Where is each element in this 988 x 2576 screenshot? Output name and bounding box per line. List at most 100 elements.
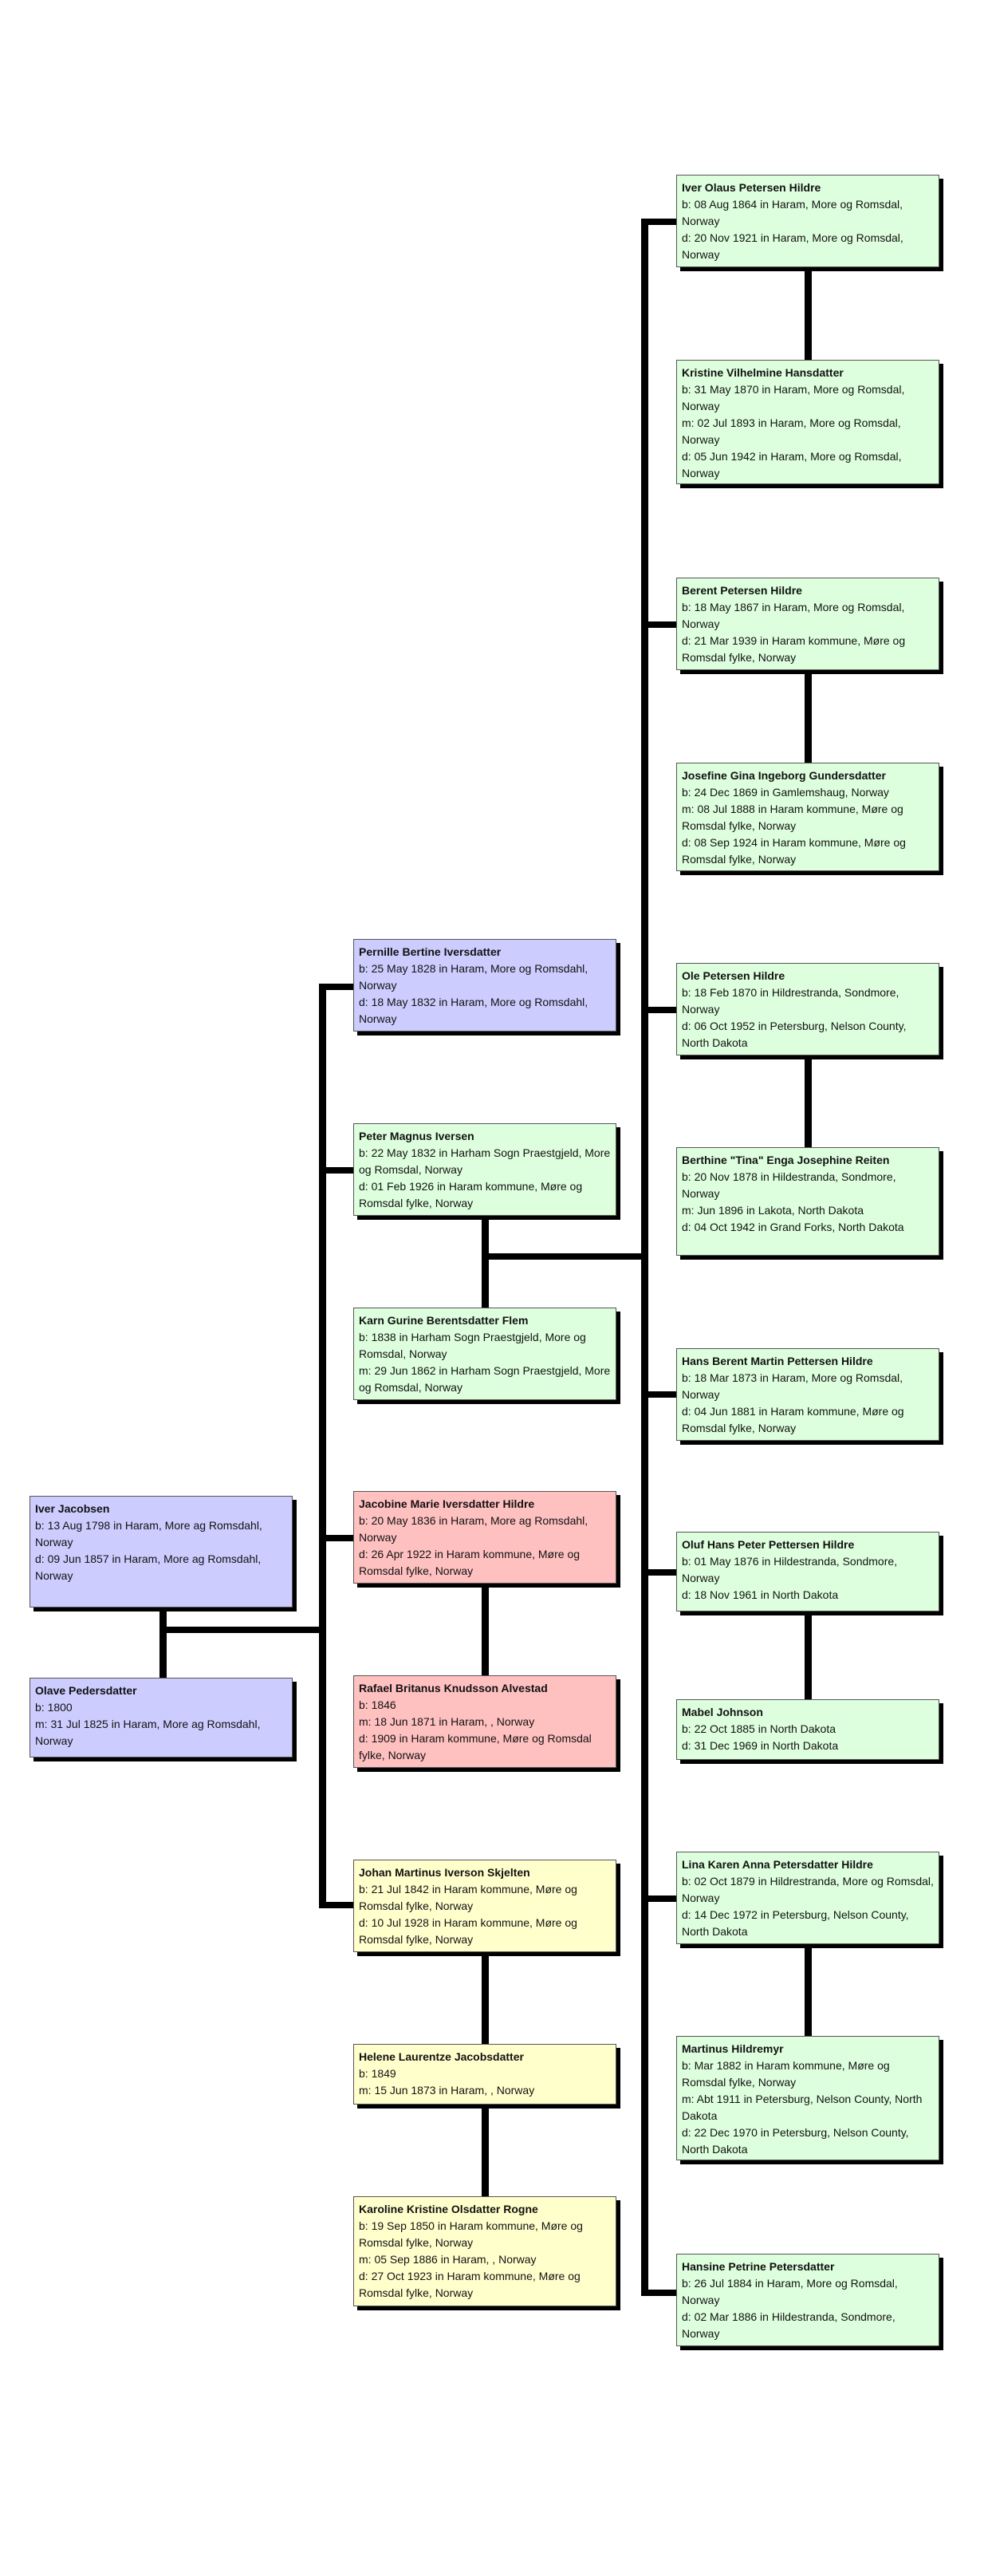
connector-line <box>805 267 812 360</box>
person-name: Hans Berent Martin Pettersen Hildre <box>682 1355 873 1367</box>
connector-line <box>319 1167 353 1174</box>
person-detail: b: 24 Dec 1869 in Gamlemshaug, Norway <box>682 786 889 799</box>
person-name: Johan Martinus Iverson Skjelten <box>359 1866 530 1879</box>
person-detail: m: 15 Jun 1873 in Haram, , Norway <box>359 2084 535 2097</box>
connector-line <box>641 1569 676 1576</box>
connector-line <box>319 1902 353 1908</box>
person-card-berent[interactable]: Berent Petersen Hildre b: 18 May 1867 in … <box>676 578 939 670</box>
person-name: Olave Pedersdatter <box>35 1684 137 1697</box>
connector-line <box>641 621 676 628</box>
person-detail: b: 13 Aug 1798 in Haram, More ag Romsdah… <box>35 1519 262 1548</box>
person-name: Pernille Bertine Iversdatter <box>359 945 502 958</box>
connector-line <box>641 219 676 225</box>
person-detail: d: 27 Oct 1923 in Haram kommune, Møre og… <box>359 2270 581 2299</box>
person-detail: d: 20 Nov 1921 in Haram, More og Romsdal… <box>682 231 903 261</box>
person-detail: d: 18 May 1832 in Haram, More og Romsdah… <box>359 996 588 1025</box>
person-detail: d: 14 Dec 1972 in Petersburg, Nelson Cou… <box>682 1908 909 1938</box>
person-card-oluf[interactable]: Oluf Hans Peter Pettersen Hildre b: 01 Ma… <box>676 1532 939 1611</box>
person-detail: b: 1846 <box>359 1698 396 1711</box>
person-detail: b: 18 Feb 1870 in Hildrestranda, Sondmor… <box>682 986 899 1016</box>
connector-line <box>488 1253 644 1260</box>
person-name: Josefine Gina Ingeborg Gundersdatter <box>682 769 886 782</box>
person-detail: b: 1800 <box>35 1701 73 1714</box>
person-detail: m: 08 Jul 1888 in Haram kommune, Møre og… <box>682 803 903 832</box>
person-detail: d: 05 Jun 1942 in Haram, More og Romsdal… <box>682 450 902 479</box>
person-detail: b: 31 May 1870 in Haram, More og Romsdal… <box>682 383 905 412</box>
person-card-karoline[interactable]: Karoline Kristine Olsdatter Rogne b: 19 S… <box>353 2196 616 2306</box>
person-detail: d: 04 Oct 1942 in Grand Forks, North Dak… <box>682 1221 904 1233</box>
person-detail: b: 02 Oct 1879 in Hildrestranda, More og… <box>682 1875 934 1904</box>
person-card-iver-olaus[interactable]: Iver Olaus Petersen Hildre b: 08 Aug 1864… <box>676 175 939 267</box>
person-card-johan-martinus[interactable]: Johan Martinus Iverson Skjelten b: 21 Jul… <box>353 1860 616 1952</box>
connector-line <box>159 1627 323 1633</box>
person-detail: b: 22 May 1832 in Harham Sogn Praestgjel… <box>359 1146 611 1176</box>
person-card-berthine[interactable]: Berthine "Tina" Enga Josephine Reiten b: … <box>676 1147 939 1256</box>
person-name: Kristine Vilhelmine Hansdatter <box>682 366 844 379</box>
connector-line <box>319 984 326 1905</box>
person-name: Lina Karen Anna Petersdatter Hildre <box>682 1858 873 1871</box>
person-name: Helene Laurentze Jacobsdatter <box>359 2050 524 2063</box>
person-detail: b: 22 Oct 1885 in North Dakota <box>682 1722 836 1735</box>
person-name: Berthine "Tina" Enga Josephine Reiten <box>682 1154 890 1166</box>
person-card-kristine[interactable]: Kristine Vilhelmine Hansdatter b: 31 May … <box>676 360 939 484</box>
person-card-mabel[interactable]: Mabel Johnson b: 22 Oct 1885 in North Dak… <box>676 1699 939 1760</box>
person-detail: d: 31 Dec 1969 in North Dakota <box>682 1739 839 1752</box>
person-detail: d: 10 Jul 1928 in Haram kommune, Møre og… <box>359 1916 577 1946</box>
person-detail: m: 18 Jun 1871 in Haram, , Norway <box>359 1715 535 1728</box>
person-card-lina[interactable]: Lina Karen Anna Petersdatter Hildre b: 02… <box>676 1852 939 1944</box>
person-card-martinus[interactable]: Martinus Hildremyr b: Mar 1882 in Haram k… <box>676 2036 939 2160</box>
person-name: Martinus Hildremyr <box>682 2042 784 2055</box>
connector-line <box>641 2290 676 2296</box>
person-detail: b: Mar 1882 in Haram kommune, Møre og Ro… <box>682 2059 890 2089</box>
person-name: Ole Petersen Hildre <box>682 969 785 982</box>
person-name: Karoline Kristine Olsdatter Rogne <box>359 2203 538 2215</box>
person-detail: b: 08 Aug 1864 in Haram, More og Romsdal… <box>682 198 903 227</box>
person-detail: b: 20 May 1836 in Haram, More ag Romsdah… <box>359 1514 588 1544</box>
person-name: Oluf Hans Peter Pettersen Hildre <box>682 1538 855 1551</box>
person-detail: m: 02 Jul 1893 in Haram, More og Romsdal… <box>682 416 901 446</box>
person-name: Karn Gurine Berentsdatter Flem <box>359 1314 529 1327</box>
person-detail: b: 18 May 1867 in Haram, More og Romsdal… <box>682 601 905 630</box>
connector-line <box>641 219 648 2296</box>
person-detail: d: 09 Jun 1857 in Haram, More ag Romsdah… <box>35 1552 262 1582</box>
person-detail: b: 19 Sep 1850 in Haram kommune, Møre og… <box>359 2219 583 2249</box>
person-card-josefine[interactable]: Josefine Gina Ingeborg Gundersdatter b: 2… <box>676 763 939 871</box>
connector-line <box>641 1896 676 1902</box>
person-name: Mabel Johnson <box>682 1706 763 1718</box>
connector-line <box>482 2105 489 2196</box>
connector-line <box>319 1535 353 1541</box>
person-detail: b: 1838 in Harham Sogn Praestgjeld, More… <box>359 1331 586 1360</box>
person-detail: d: 22 Dec 1970 in Petersburg, Nelson Cou… <box>682 2126 909 2156</box>
person-detail: d: 1909 in Haram kommune, Møre og Romsda… <box>359 1732 592 1761</box>
connector-line <box>482 1584 489 1675</box>
person-detail: b: 20 Nov 1878 in Hildestranda, Sondmore… <box>682 1170 896 1200</box>
person-name: Rafael Britanus Knudsson Alvestad <box>359 1682 548 1694</box>
person-name: Berent Petersen Hildre <box>682 584 802 597</box>
person-detail: b: 21 Jul 1842 in Haram kommune, Møre og… <box>359 1883 577 1912</box>
person-detail: d: 01 Feb 1926 in Haram kommune, Møre og… <box>359 1180 583 1209</box>
person-detail: d: 02 Mar 1886 in Hildestranda, Sondmore… <box>682 2310 895 2340</box>
connector-line <box>805 1944 812 2036</box>
person-detail: m: Jun 1896 in Lakota, North Dakota <box>682 1204 864 1217</box>
person-name: Iver Olaus Petersen Hildre <box>682 181 821 194</box>
person-card-ole[interactable]: Ole Petersen Hildre b: 18 Feb 1870 in Hil… <box>676 963 939 1055</box>
connector-line <box>805 1055 812 1147</box>
person-card-karn-gurine[interactable]: Karn Gurine Berentsdatter Flem b: 1838 in… <box>353 1308 616 1400</box>
person-detail: m: Abt 1911 in Petersburg, Nelson County… <box>682 2093 923 2122</box>
connector-line <box>641 1391 676 1398</box>
person-detail: b: 01 May 1876 in Hildestranda, Sondmore… <box>682 1555 898 1584</box>
person-detail: d: 26 Apr 1922 in Haram kommune, Møre og… <box>359 1548 581 1577</box>
person-detail: d: 04 Jun 1881 in Haram kommune, Møre og… <box>682 1405 904 1434</box>
person-card-rafael[interactable]: Rafael Britanus Knudsson Alvestad b: 1846… <box>353 1675 616 1768</box>
person-detail: d: 06 Oct 1952 in Petersburg, Nelson Cou… <box>682 1020 907 1049</box>
person-detail: d: 18 Nov 1961 in North Dakota <box>682 1588 839 1601</box>
